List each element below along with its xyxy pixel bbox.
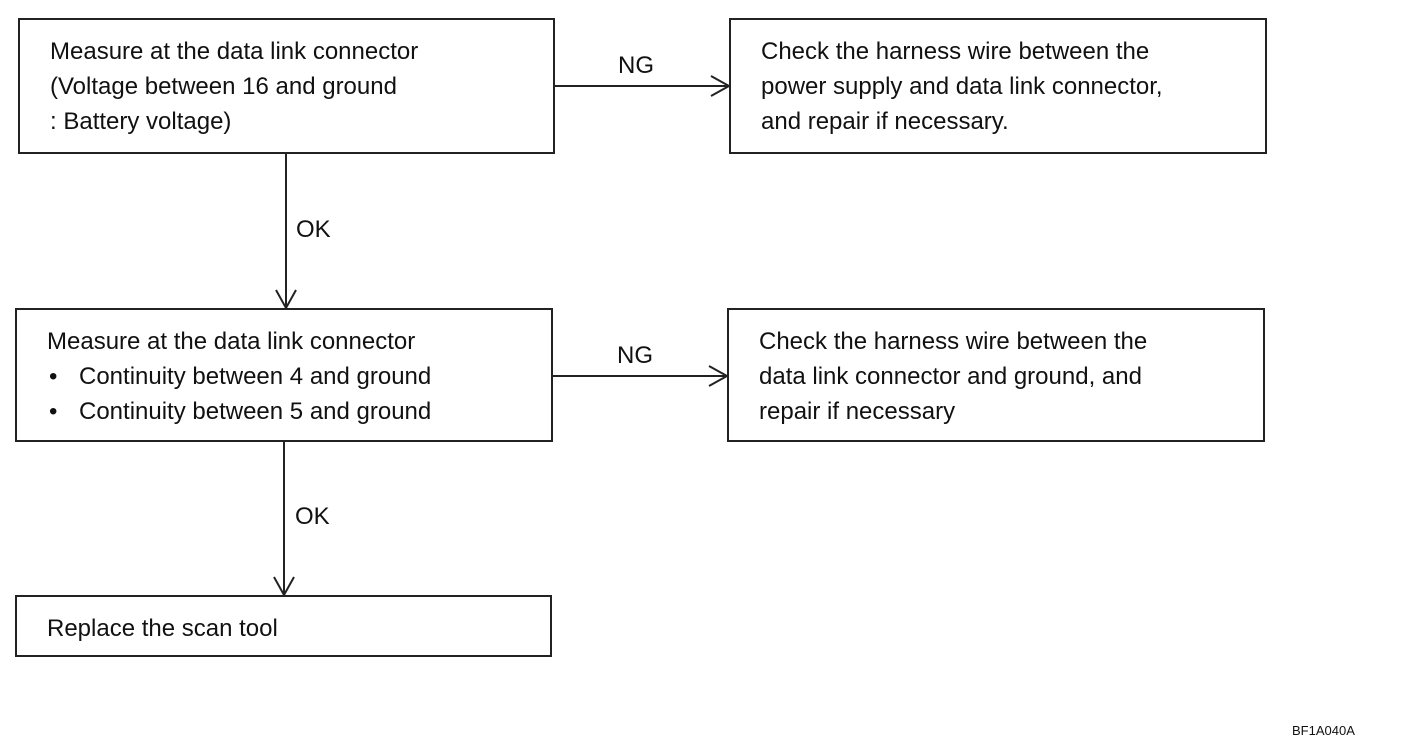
measure-voltage-box: Measure at the data link connector (Volt… (18, 18, 555, 154)
edge-label-ok: OK (295, 503, 330, 530)
box-text-line: data link connector and ground, and (759, 363, 1142, 390)
box-text-line: Check the harness wire between the (759, 328, 1148, 355)
bullet-item: • Continuity between 4 and ground (47, 359, 523, 394)
bullet-icon: • (49, 398, 58, 425)
check-power-supply-harness-box: Check the harness wire between the power… (729, 18, 1267, 154)
box-heading: Measure at the data link connector (47, 328, 416, 355)
bullet-text: Continuity between 4 and ground (79, 363, 432, 390)
box-text-line: repair if necessary (759, 398, 956, 425)
box-text-line: Check the harness wire between the (761, 38, 1150, 65)
replace-scan-tool-box: Replace the scan tool (15, 595, 552, 657)
figure-code: BF1A040A (1292, 723, 1355, 738)
box-text-line: Measure at the data link connector (50, 38, 419, 65)
measure-continuity-box: Measure at the data link connector • Con… (15, 308, 553, 442)
bullet-item: • Continuity between 5 and ground (47, 394, 523, 429)
bullet-text: Continuity between 5 and ground (79, 398, 432, 425)
check-ground-harness-box: Check the harness wire between the data … (727, 308, 1265, 442)
box-text-line: : Battery voltage) (50, 108, 232, 135)
box-text-line: power supply and data link connector, (761, 73, 1163, 100)
edge-label-ng: NG (618, 52, 654, 79)
edge-label-ng: NG (617, 342, 653, 369)
bullet-icon: • (49, 363, 58, 390)
box-text-line: and repair if necessary. (761, 108, 1009, 135)
edge-label-ok: OK (296, 216, 331, 243)
box-text-line: (Voltage between 16 and ground (50, 73, 397, 100)
box-text-line: Replace the scan tool (47, 615, 278, 642)
